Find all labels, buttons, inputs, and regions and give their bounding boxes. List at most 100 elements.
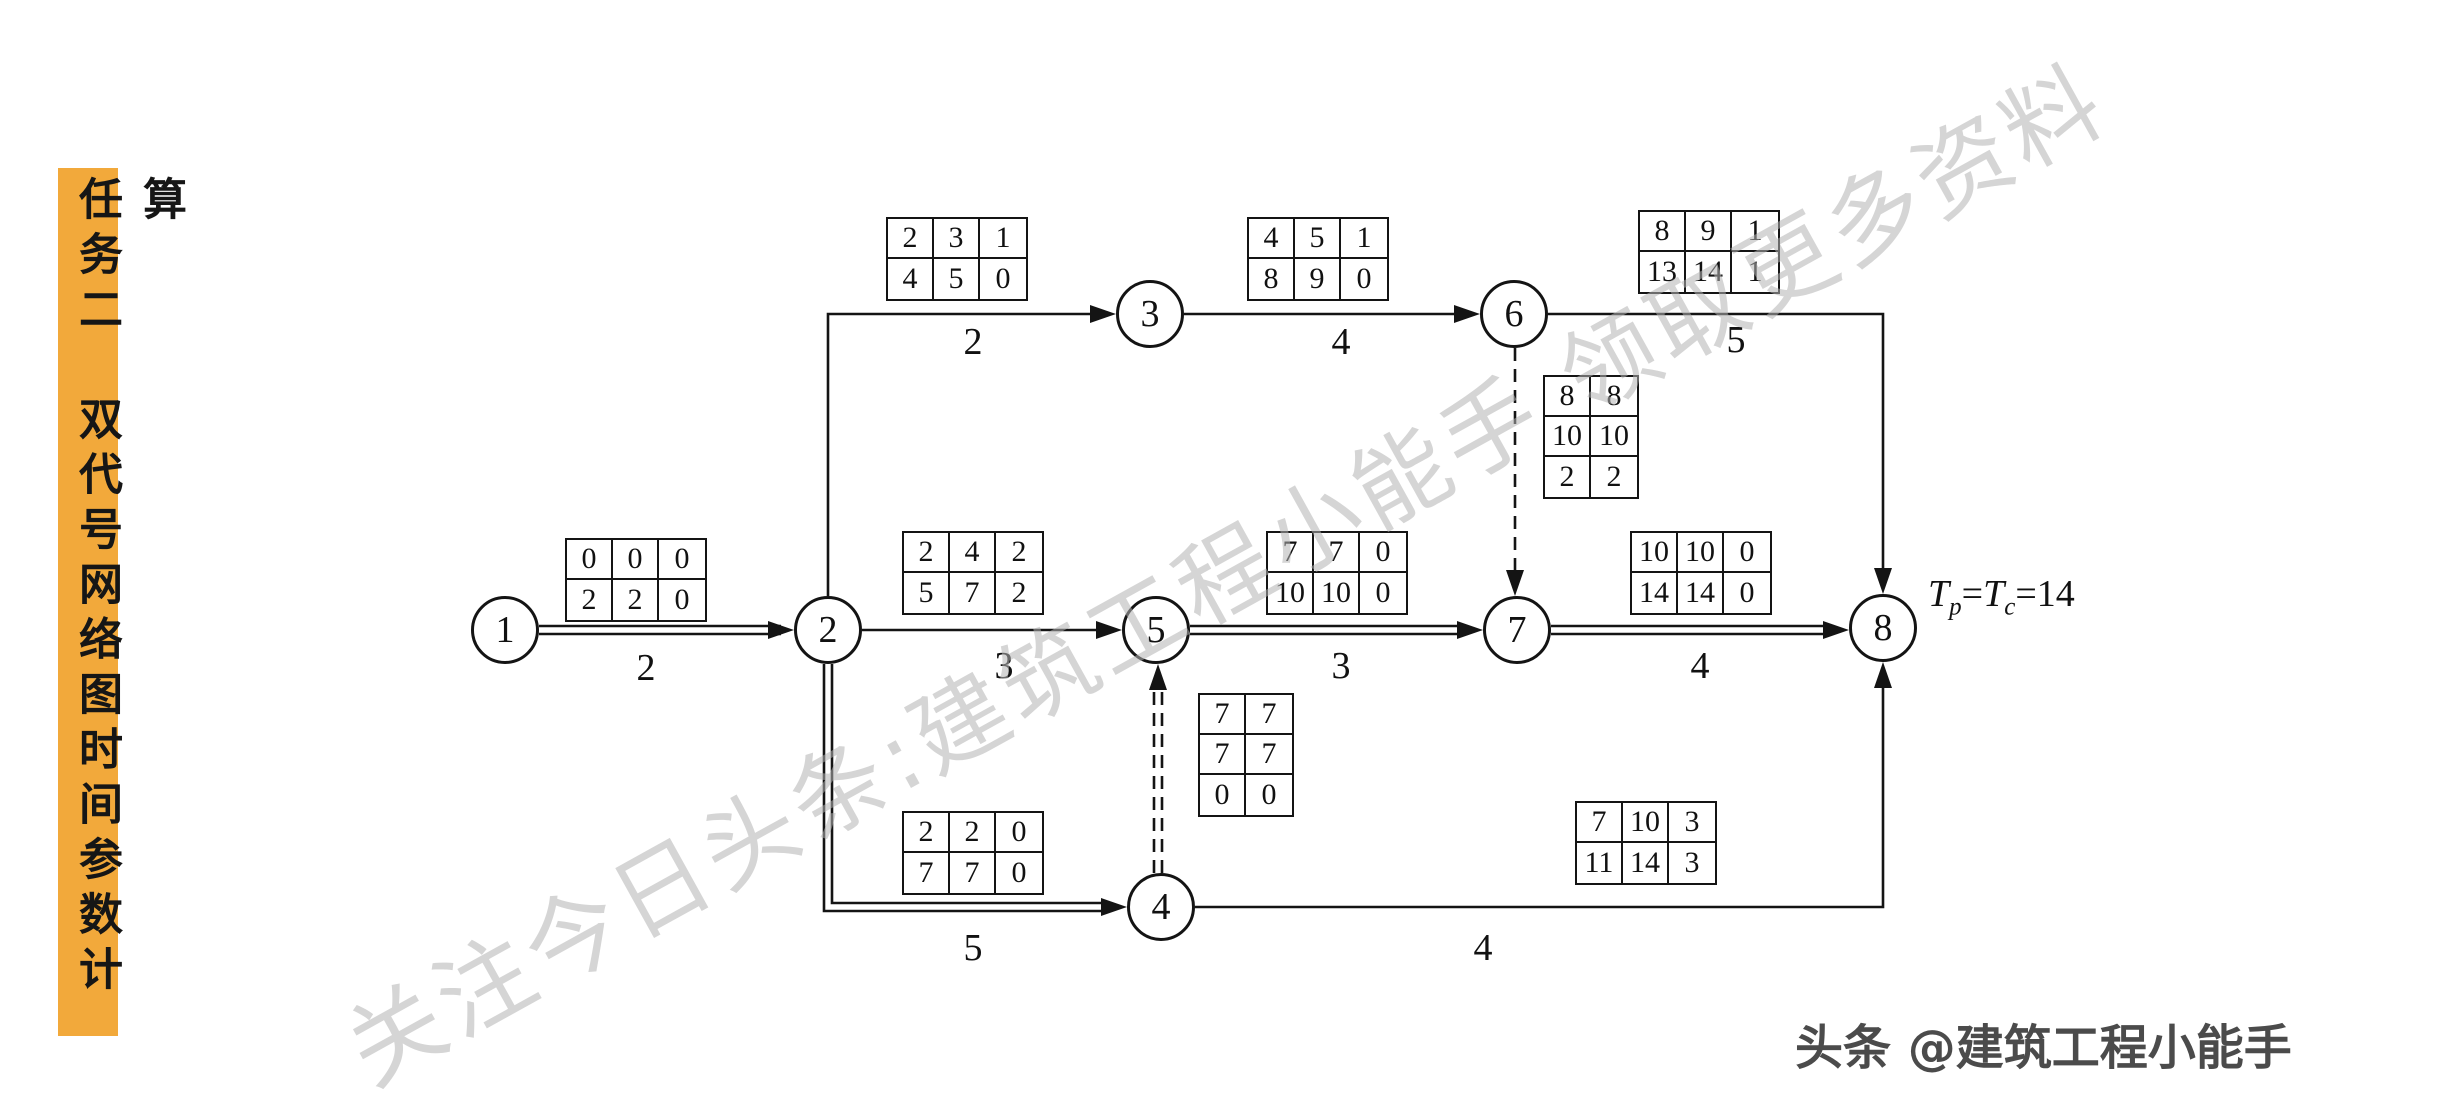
table-cell: 9 xyxy=(1686,212,1732,252)
table-cell: 0 xyxy=(1356,262,1372,295)
node-label: 1 xyxy=(495,609,515,651)
table-cell: 7 xyxy=(1268,533,1314,573)
table-cell: 7 xyxy=(1200,695,1246,735)
duration-4-8: 4 xyxy=(1473,927,1493,969)
table-cell: 14 xyxy=(1632,573,1678,613)
edge-6-8 xyxy=(1548,312,1892,594)
table-cell: 14 xyxy=(1678,573,1724,613)
table-cell: 8 xyxy=(1591,377,1637,417)
sidebar-stripe xyxy=(58,168,118,1036)
param-table-7-8: 10 10 0 14 14 0 xyxy=(1630,531,1772,615)
arrowhead xyxy=(1454,305,1480,323)
node-6: 6 xyxy=(1480,280,1548,348)
table-cell: 0 xyxy=(1375,576,1391,609)
table-cell: 2 xyxy=(904,533,950,573)
table-cell: 8 xyxy=(1249,259,1295,299)
table-cell: 0 xyxy=(1724,533,1770,573)
table-cell: 7 xyxy=(1246,735,1292,775)
param-table-2-4: 2 2 0 7 7 0 xyxy=(902,811,1044,895)
duration-2-4: 5 xyxy=(963,927,983,969)
arrowhead xyxy=(1457,621,1483,639)
edge-line xyxy=(1548,312,1885,568)
table-cell: 2 xyxy=(996,533,1042,573)
table-cell: 7 xyxy=(904,853,950,893)
duration-1-2: 2 xyxy=(636,647,656,689)
table-cell: 1 xyxy=(1747,255,1763,288)
table-cell: 8 xyxy=(1640,212,1686,252)
table-cell: 7 xyxy=(1577,803,1623,843)
arrowhead xyxy=(1506,570,1524,596)
table-cell: 7 xyxy=(950,573,996,613)
arrowhead xyxy=(1874,662,1892,688)
table-cell: 1 xyxy=(1341,219,1387,259)
table-cell: 0 xyxy=(1360,533,1406,573)
total-duration-annotation: Tp=Tc=14 xyxy=(1928,572,2075,622)
table-cell: 7 xyxy=(1246,695,1292,735)
edge-2-5 xyxy=(862,621,1122,639)
table-cell: 11 xyxy=(1577,843,1623,883)
arrowhead xyxy=(1096,621,1122,639)
arrowhead xyxy=(1149,664,1167,690)
param-table-2-5: 2 4 2 5 7 2 xyxy=(902,531,1044,615)
node-label: 6 xyxy=(1504,293,1524,335)
table-cell: 0 xyxy=(674,583,690,616)
table-cell: 4 xyxy=(888,259,934,299)
table-cell: 2 xyxy=(950,813,996,853)
node-label: 7 xyxy=(1507,609,1527,651)
param-table-2-3: 2 3 1 4 5 0 xyxy=(886,217,1028,301)
table-cell: 0 xyxy=(659,540,705,580)
table-cell: 2 xyxy=(888,219,934,259)
edge-line xyxy=(830,664,1101,905)
edge-line xyxy=(826,312,1090,596)
param-table-3-6: 4 5 1 8 9 0 xyxy=(1247,217,1389,301)
table-cell: 3 xyxy=(934,219,980,259)
table-cell: 10 xyxy=(1678,533,1724,573)
edge-7-8-critical xyxy=(1551,621,1849,639)
table-cell: 5 xyxy=(904,573,950,613)
table-cell: 5 xyxy=(1295,219,1341,259)
edge-line xyxy=(1195,688,1885,909)
table-cell: 8 xyxy=(1545,377,1591,417)
param-table-6-8: 8 9 1 13 14 1 xyxy=(1638,210,1780,294)
tp-symbol: T xyxy=(1928,573,1950,615)
param-table-1-2: 0 0 0 2 2 0 xyxy=(565,538,707,622)
table-cell: 10 xyxy=(1314,573,1360,613)
edge-2-3 xyxy=(826,305,1116,596)
table-cell: 0 xyxy=(996,813,1042,853)
slide-vertical-title: 任务二 双代号网络图时间参数计算 xyxy=(71,176,186,1001)
edge-5-7-critical xyxy=(1190,621,1483,639)
table-cell: 4 xyxy=(950,533,996,573)
edge-3-6 xyxy=(1184,305,1480,323)
table-cell: 9 xyxy=(1295,259,1341,299)
node-label: 2 xyxy=(818,609,838,651)
param-table-dummy-4-5: 7 7 7 7 0 0 xyxy=(1198,693,1294,817)
table-cell: 2 xyxy=(904,813,950,853)
table-cell: 0 xyxy=(1200,775,1246,815)
node-label: 8 xyxy=(1873,607,1893,649)
duration-6-8: 5 xyxy=(1726,319,1746,361)
param-table-4-8: 7 10 3 11 14 3 xyxy=(1575,801,1717,885)
arrowhead xyxy=(1823,621,1849,639)
table-cell: 1 xyxy=(980,219,1026,259)
duration-7-8: 4 xyxy=(1690,645,1710,687)
table-cell: 0 xyxy=(613,540,659,580)
table-cell: 13 xyxy=(1640,252,1686,292)
edge-dummy-6-7 xyxy=(1506,348,1524,596)
table-cell: 2 xyxy=(1011,576,1027,609)
edge-2-4-critical xyxy=(822,664,1127,916)
node-2: 2 xyxy=(794,596,862,664)
table-cell: 14 xyxy=(1623,843,1669,883)
tc-symbol: T xyxy=(1983,573,2005,615)
table-cell: 0 xyxy=(1739,576,1755,609)
table-cell: 7 xyxy=(1200,735,1246,775)
node-1: 1 xyxy=(471,596,539,664)
equals-sign: = xyxy=(1961,573,1984,615)
table-cell: 2 xyxy=(613,580,659,620)
table-cell: 10 xyxy=(1268,573,1314,613)
table-cell: 7 xyxy=(950,853,996,893)
duration-3-6: 4 xyxy=(1331,321,1351,363)
node-4: 4 xyxy=(1127,873,1195,941)
duration-5-7: 3 xyxy=(1331,645,1351,687)
